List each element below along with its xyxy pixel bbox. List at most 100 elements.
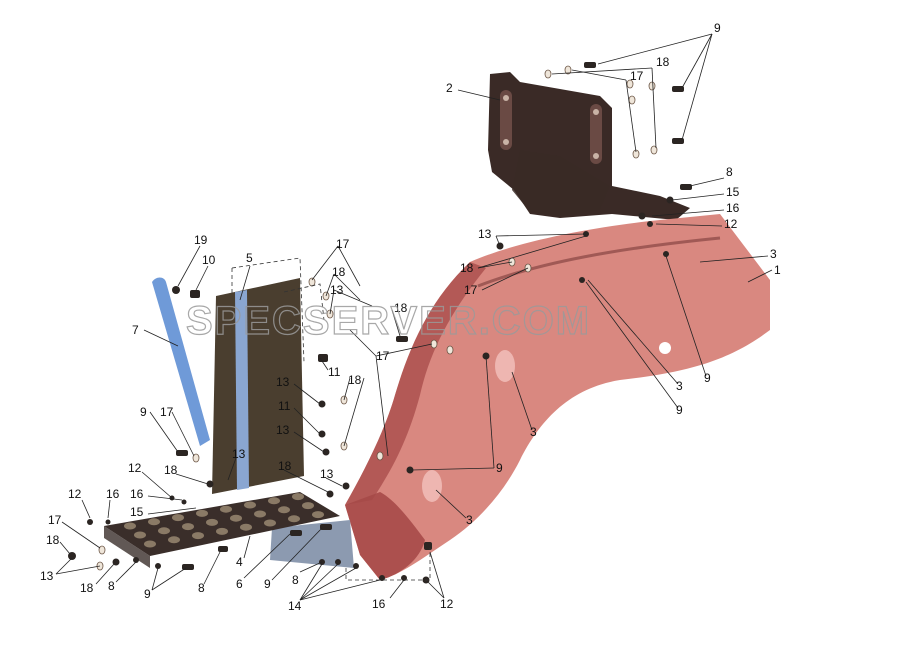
leader-line — [337, 245, 361, 287]
callout-14: 14 — [288, 599, 302, 613]
leader-line — [495, 235, 501, 247]
leader-line — [495, 233, 587, 237]
bracket-hole — [593, 153, 599, 159]
nut — [666, 196, 674, 204]
callout-17: 17 — [376, 349, 390, 363]
bolt — [584, 62, 596, 68]
leader-line — [141, 471, 173, 499]
tread-hole — [220, 505, 232, 513]
leader-line — [651, 67, 657, 149]
leader-line — [333, 273, 361, 301]
callout-13: 13 — [276, 423, 290, 437]
nut — [206, 480, 214, 488]
callout-18: 18 — [46, 533, 60, 547]
leader-line — [435, 489, 467, 519]
callout-9: 9 — [704, 371, 711, 385]
leader-line — [343, 377, 351, 401]
callout-4: 4 — [236, 555, 243, 569]
callout-9: 9 — [676, 403, 683, 417]
washer — [192, 453, 200, 463]
callout-9: 9 — [140, 405, 147, 419]
leader-line — [293, 407, 321, 435]
bolt — [396, 336, 408, 342]
leader-line — [149, 411, 179, 453]
washer — [544, 69, 552, 79]
callout-19: 19 — [194, 233, 208, 247]
bracket-hole — [593, 109, 599, 115]
leader-lines — [55, 33, 773, 601]
leader-line — [299, 567, 357, 601]
leader-line — [551, 67, 653, 75]
leader-line — [55, 557, 73, 575]
leader-line — [511, 371, 533, 431]
tread-hole — [268, 497, 280, 505]
tread-hole — [278, 506, 290, 514]
watermark: SPECSERVER.COM — [186, 299, 591, 343]
support-stay — [152, 277, 210, 446]
tread-holes — [124, 493, 324, 548]
leader-line — [299, 561, 323, 573]
fender-hole — [659, 342, 671, 354]
tread-hole — [172, 514, 184, 522]
leader-line — [457, 89, 501, 101]
callout-12: 12 — [440, 597, 454, 611]
fender-ridge — [477, 236, 721, 288]
callout-1: 1 — [774, 263, 781, 277]
callout-17: 17 — [48, 513, 62, 527]
leader-line — [147, 507, 197, 515]
leader-line — [329, 289, 335, 315]
nut — [379, 575, 385, 581]
nut — [87, 519, 93, 525]
bolt — [176, 450, 188, 456]
leader-line — [283, 469, 329, 493]
callout-13: 13 — [40, 569, 54, 583]
callout-3: 3 — [530, 425, 537, 439]
callout-11: 11 — [278, 399, 291, 413]
bracket-hole — [503, 95, 509, 101]
tread-hole — [264, 519, 276, 527]
leader-line — [107, 499, 111, 519]
tread-hole — [240, 523, 252, 531]
bolt — [318, 354, 328, 362]
leader-line — [171, 411, 195, 457]
mounting-bracket — [488, 72, 690, 220]
callout-18: 18 — [394, 301, 408, 315]
fender-embossing — [495, 350, 515, 382]
washer — [446, 345, 454, 355]
washer — [626, 79, 634, 89]
callout-18: 18 — [332, 265, 346, 279]
callout-16: 16 — [106, 487, 120, 501]
callout-11: 11 — [328, 365, 341, 379]
leader-line — [293, 431, 325, 453]
step-tread — [104, 492, 340, 568]
callout-12: 12 — [68, 487, 82, 501]
leader-line — [55, 565, 101, 575]
leader-line — [481, 267, 529, 291]
callout-3: 3 — [466, 513, 473, 527]
washer — [564, 65, 572, 75]
leader-line — [81, 499, 91, 519]
leader-line — [485, 355, 495, 469]
plate-strip — [235, 290, 249, 490]
leader-line — [699, 255, 769, 263]
tread-hole — [312, 511, 324, 519]
leader-line — [115, 561, 137, 583]
callout-9: 9 — [714, 21, 721, 35]
leader-line — [299, 579, 381, 601]
nut — [647, 221, 653, 227]
leader-line — [325, 477, 343, 487]
nut — [172, 286, 180, 294]
leader-line — [311, 245, 339, 281]
leader-line — [293, 383, 321, 405]
leader-line — [243, 533, 291, 579]
callout-17: 17 — [630, 69, 644, 83]
leader-line — [147, 495, 183, 501]
tread-hole — [206, 518, 218, 526]
tread-hole — [302, 502, 314, 510]
leader-line — [681, 33, 713, 89]
leader-line — [411, 467, 495, 471]
tread-hole — [144, 540, 156, 548]
callout-8: 8 — [198, 581, 205, 595]
fender — [345, 214, 770, 580]
